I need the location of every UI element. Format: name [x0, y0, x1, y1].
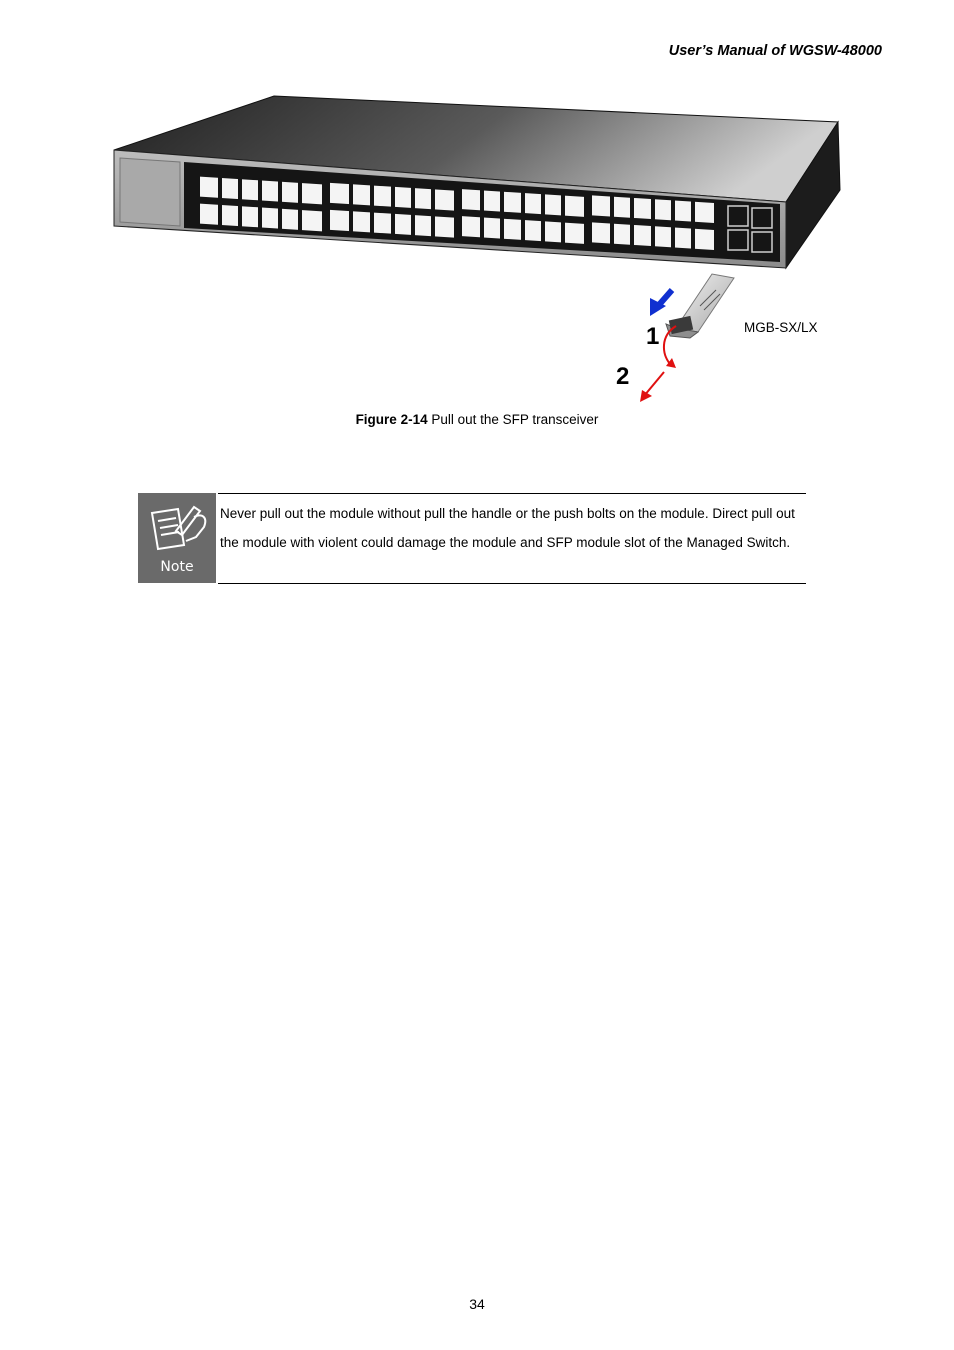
- note-icon-label: Note: [160, 559, 194, 575]
- push-arrow-icon: [650, 288, 675, 316]
- switch-illustration: 1 2 MGB-SX/LX: [113, 95, 841, 402]
- note-text: Never pull out the module without pull t…: [220, 506, 795, 550]
- note-box: Note Never pull out the module without p…: [138, 493, 806, 584]
- figure-caption: Figure 2-14 Pull out the SFP transceiver: [0, 412, 954, 427]
- module-label: MGB-SX/LX: [744, 320, 818, 335]
- switch-left-plate: [119, 157, 181, 227]
- note-pencil-icon: [150, 505, 207, 551]
- step-2-label: 2: [616, 363, 629, 390]
- handle-arrowhead-icon: [666, 358, 676, 368]
- page-number: 34: [469, 1296, 485, 1312]
- sfp-slots: [727, 205, 773, 253]
- switch-figure: 1 2 MGB-SX/LX: [110, 92, 850, 412]
- rj45-port-dividers: [218, 175, 695, 251]
- header-title: User’s Manual of WGSW-48000: [668, 43, 882, 59]
- note-icon: Note: [138, 493, 216, 583]
- handle-arrow-icon: [663, 325, 677, 365]
- note-content: Never pull out the module without pull t…: [218, 493, 806, 584]
- sfp-transceiver: [665, 273, 735, 339]
- step-1-label: 1: [646, 323, 659, 350]
- figure-caption-text: Pull out the SFP transceiver: [427, 412, 599, 427]
- pull-arrow-icon: [640, 371, 665, 402]
- figure-number: Figure 2-14: [355, 412, 428, 427]
